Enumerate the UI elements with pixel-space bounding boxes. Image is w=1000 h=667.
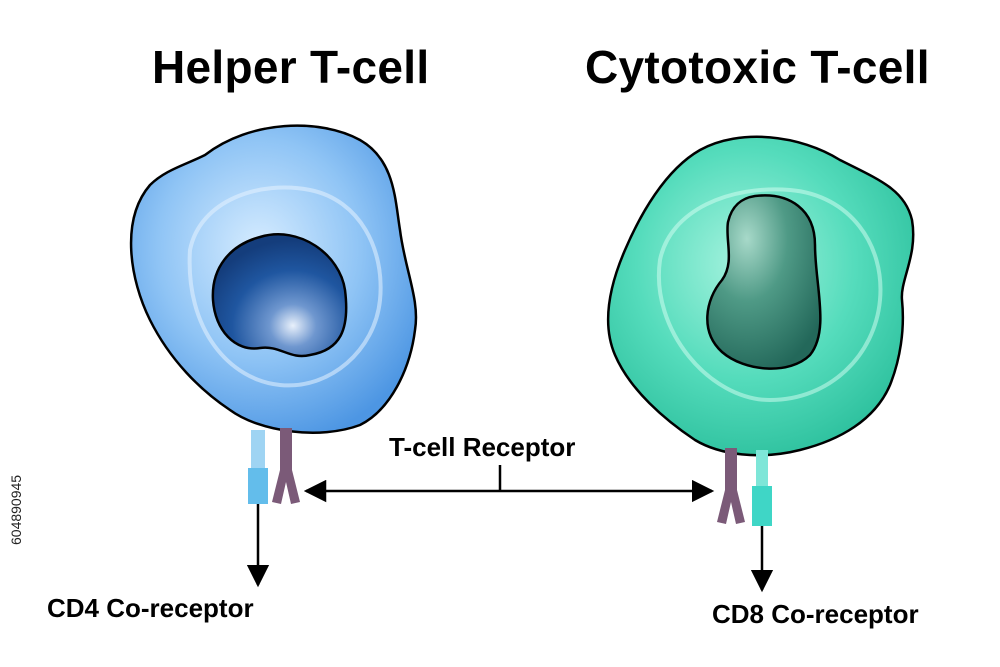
stock-id-text: 604890945: [8, 474, 24, 546]
cytotoxic-t-cell-title: Cytotoxic T-cell: [585, 41, 930, 93]
cytotoxic-tcr: [717, 448, 745, 524]
helper-nucleus: [211, 233, 348, 358]
cytotoxic-t-cell: [606, 135, 915, 457]
cd8-coreceptor-label: CD8 Co-receptor: [712, 599, 919, 629]
helper-t-cell: [129, 124, 418, 434]
t-cell-receptor-label: T-cell Receptor: [389, 432, 576, 462]
cd4-coreceptor-label: CD4 Co-receptor: [47, 593, 254, 623]
cd4-coreceptor: [248, 430, 268, 504]
cytotoxic-nucleus: [706, 194, 822, 370]
helper-tcr: [272, 428, 300, 504]
helper-t-cell-title: Helper T-cell: [152, 41, 430, 93]
cd8-coreceptor: [752, 450, 772, 526]
